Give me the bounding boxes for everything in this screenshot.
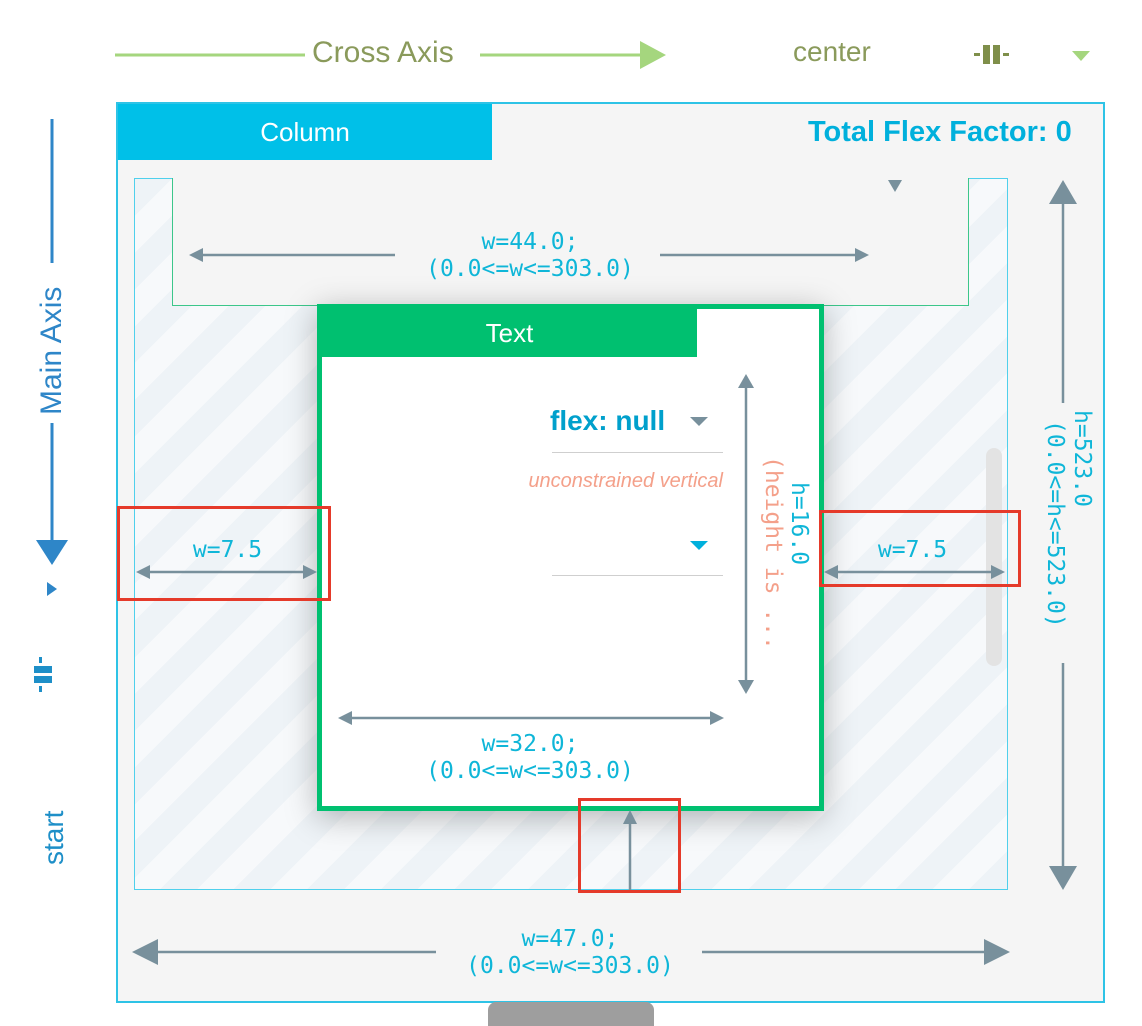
chevron-down-icon[interactable] [688, 414, 710, 430]
divider [552, 452, 723, 453]
container-height-arrow [1049, 180, 1077, 890]
cross-axis-label: Cross Axis [312, 36, 454, 69]
highlight-box-left-spacing [117, 506, 331, 601]
text-width-constraint: (0.0<=w<=303.0) [426, 758, 634, 784]
highlight-box-bottom-spacing [578, 798, 681, 893]
cross-axis-alignment-value[interactable]: center [793, 36, 871, 67]
vertical-scrollbar[interactable] [986, 448, 1002, 666]
text-height-label: h=16.0 [786, 482, 812, 566]
main-axis-label: Main Axis [35, 286, 68, 415]
total-flex-factor: Total Flex Factor: 0 [808, 116, 1072, 148]
chevron-down-icon[interactable] [688, 538, 710, 554]
fit-note: unconstrained vertical [528, 470, 723, 492]
right-spacing-arrow [824, 565, 1005, 579]
main-axis-arrow [36, 119, 68, 565]
text-child-card[interactable] [317, 304, 824, 811]
top-child-width-label: w=44.0; [481, 229, 579, 255]
left-spacing-arrow [136, 565, 317, 579]
container-width-constraint: (0.0<=w<=303.0) [466, 953, 674, 979]
main-axis-alignment-value[interactable]: start [38, 810, 69, 865]
divider [552, 575, 723, 576]
text-width-label: w=32.0; [481, 731, 579, 757]
container-height-constraint: (0.0<=h<=523.0) [1042, 420, 1068, 628]
chevron-down-icon[interactable] [1070, 48, 1094, 64]
cross-axis-arrow [115, 41, 666, 69]
bottom-spacing-arrow [623, 810, 637, 890]
left-spacing-label: w=7.5 [192, 537, 263, 563]
chevron-down-icon [888, 180, 902, 192]
highlight-box-right-spacing [819, 510, 1021, 587]
text-height-arrow [738, 374, 754, 694]
align-center-icon[interactable] [972, 40, 1014, 70]
align-start-icon[interactable] [32, 655, 54, 699]
horizontal-scrollbar[interactable] [488, 1002, 654, 1026]
right-spacing-label: w=7.5 [877, 537, 948, 563]
text-child-title-tab[interactable]: Text [322, 309, 697, 357]
top-child-width-constraint: (0.0<=w<=303.0) [426, 256, 634, 282]
flex-value-dropdown[interactable]: flex: null [550, 405, 666, 436]
container-width-arrow [132, 939, 1010, 965]
top-child-width-arrow [189, 248, 869, 262]
text-height-note: (height is ... [760, 456, 786, 650]
container-width-label: w=47.0; [521, 926, 619, 952]
container-height-label: h=523.0 [1069, 410, 1095, 507]
chevron-right-icon[interactable] [44, 580, 60, 598]
column-title-tab[interactable]: Column [118, 104, 492, 160]
text-width-arrow [338, 711, 724, 725]
